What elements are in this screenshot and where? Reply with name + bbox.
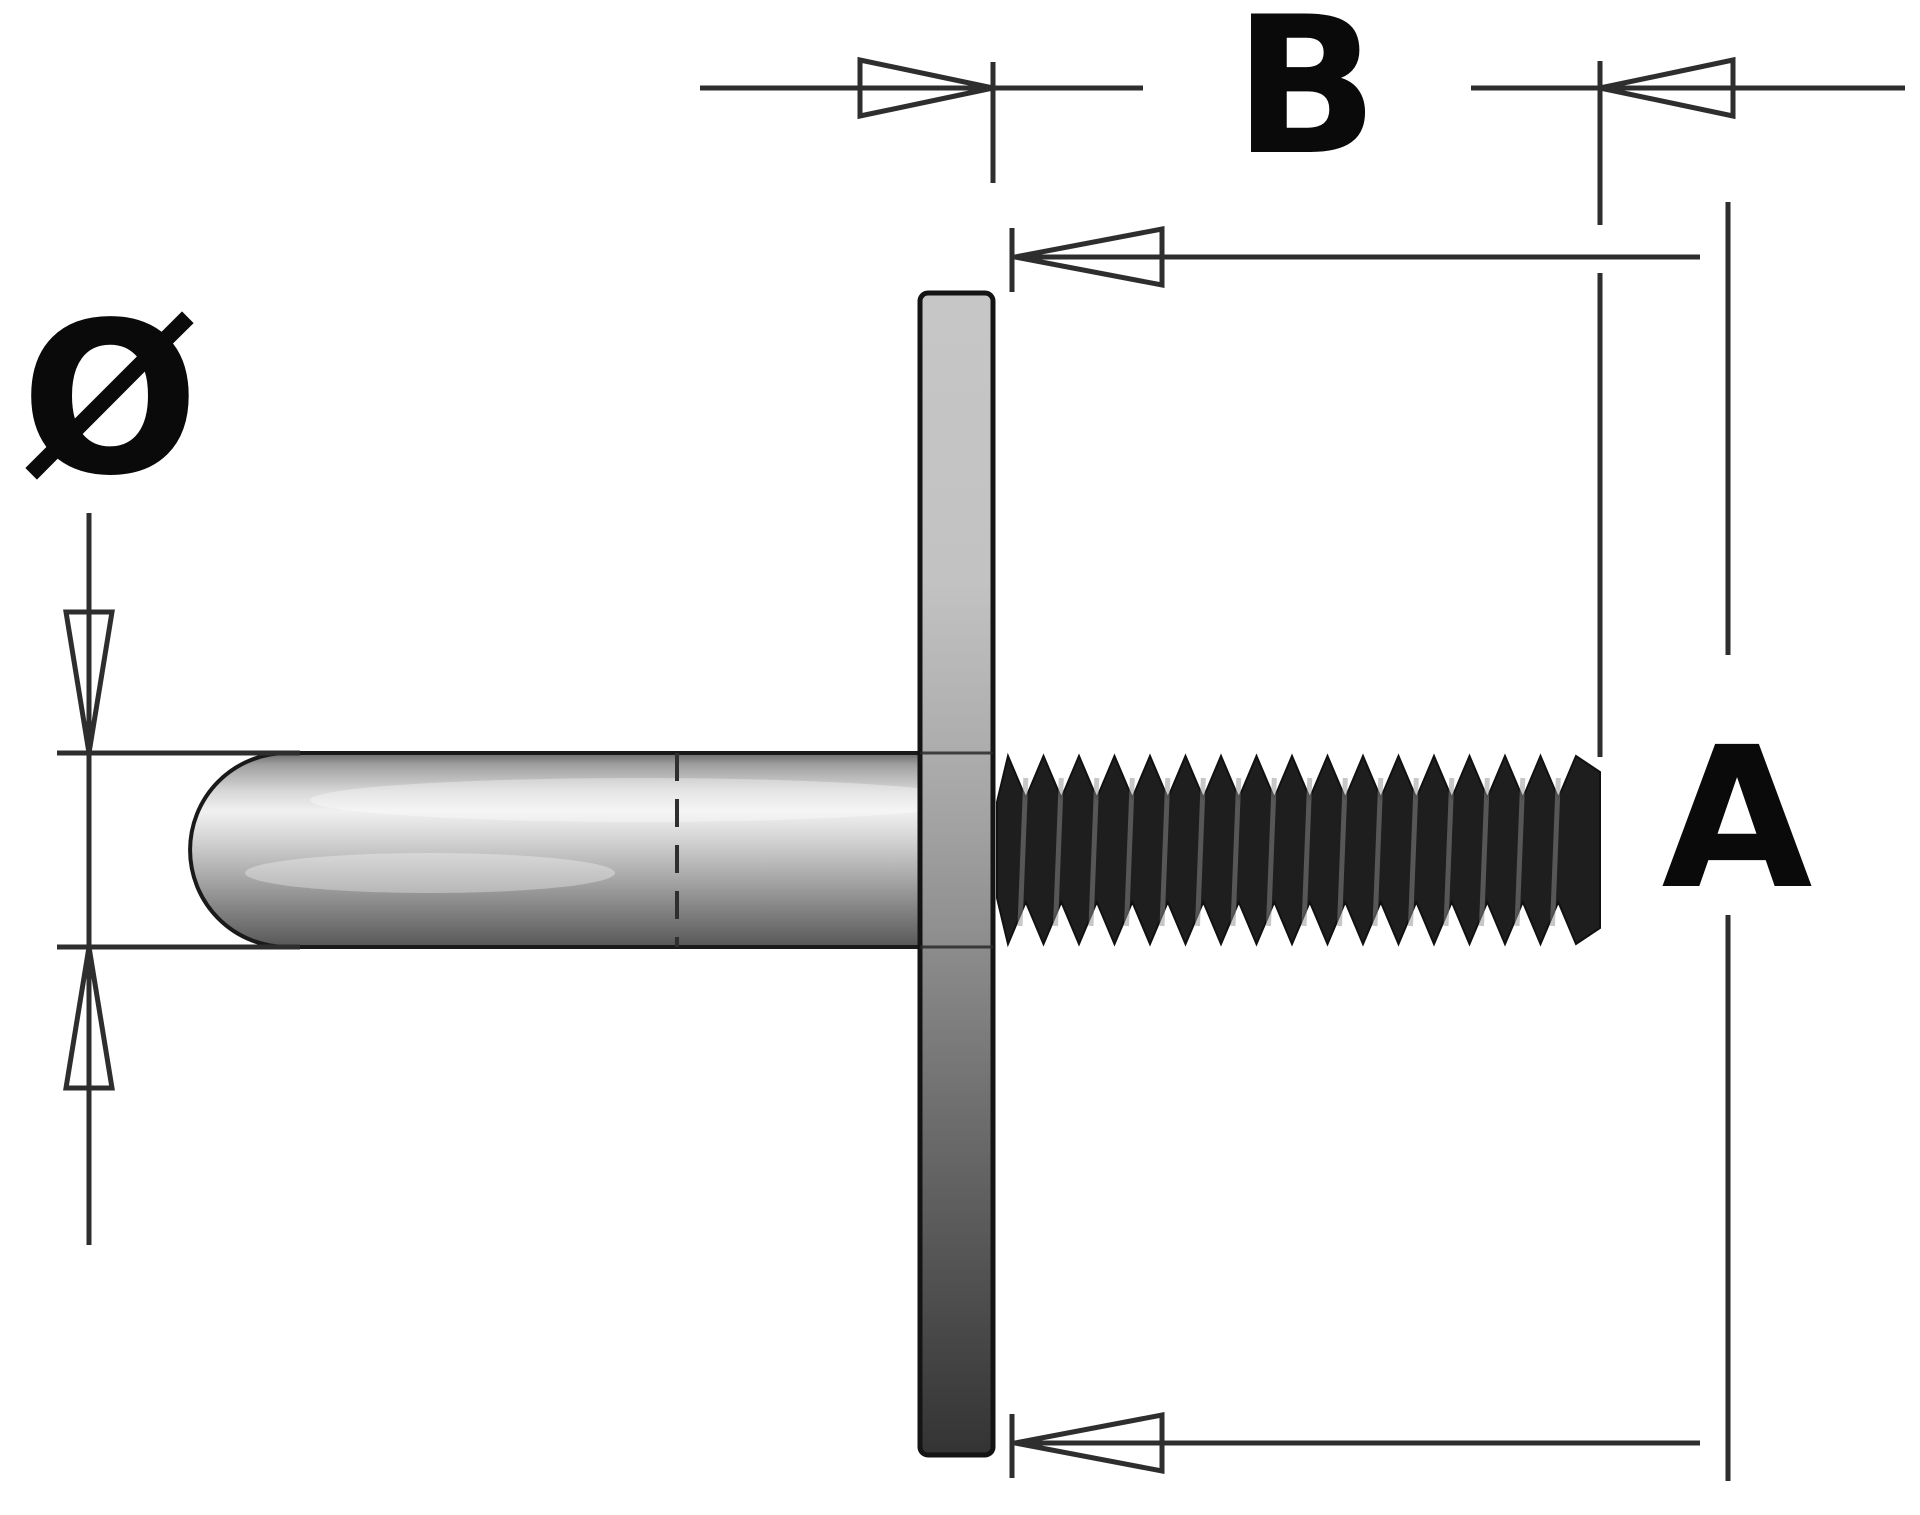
pin-sheen: [245, 853, 615, 893]
dimension-b: [700, 56, 1905, 757]
dim-b-label: B: [1234, 0, 1379, 197]
flange-plate: [917, 290, 996, 1458]
b-arrowhead-right-icon: [857, 56, 994, 120]
a-arrowhead-bottom-left-icon: [1014, 1411, 1165, 1475]
diameter-arrowhead-down-icon: [63, 609, 115, 754]
thread-streaks: [1017, 777, 1561, 927]
part-geometry: [188, 290, 1601, 1458]
dimension-a: [1009, 202, 1731, 1481]
dimension-diameter: [57, 513, 300, 1245]
diameter-symbol-label: Ø: [21, 277, 200, 522]
pin-body: [188, 751, 922, 949]
dim-a-label: A: [1662, 705, 1813, 932]
pin-sheen-upper: [310, 778, 970, 822]
a-arrowhead-top-left-icon: [1014, 225, 1165, 289]
threaded-rod: [996, 752, 1601, 948]
